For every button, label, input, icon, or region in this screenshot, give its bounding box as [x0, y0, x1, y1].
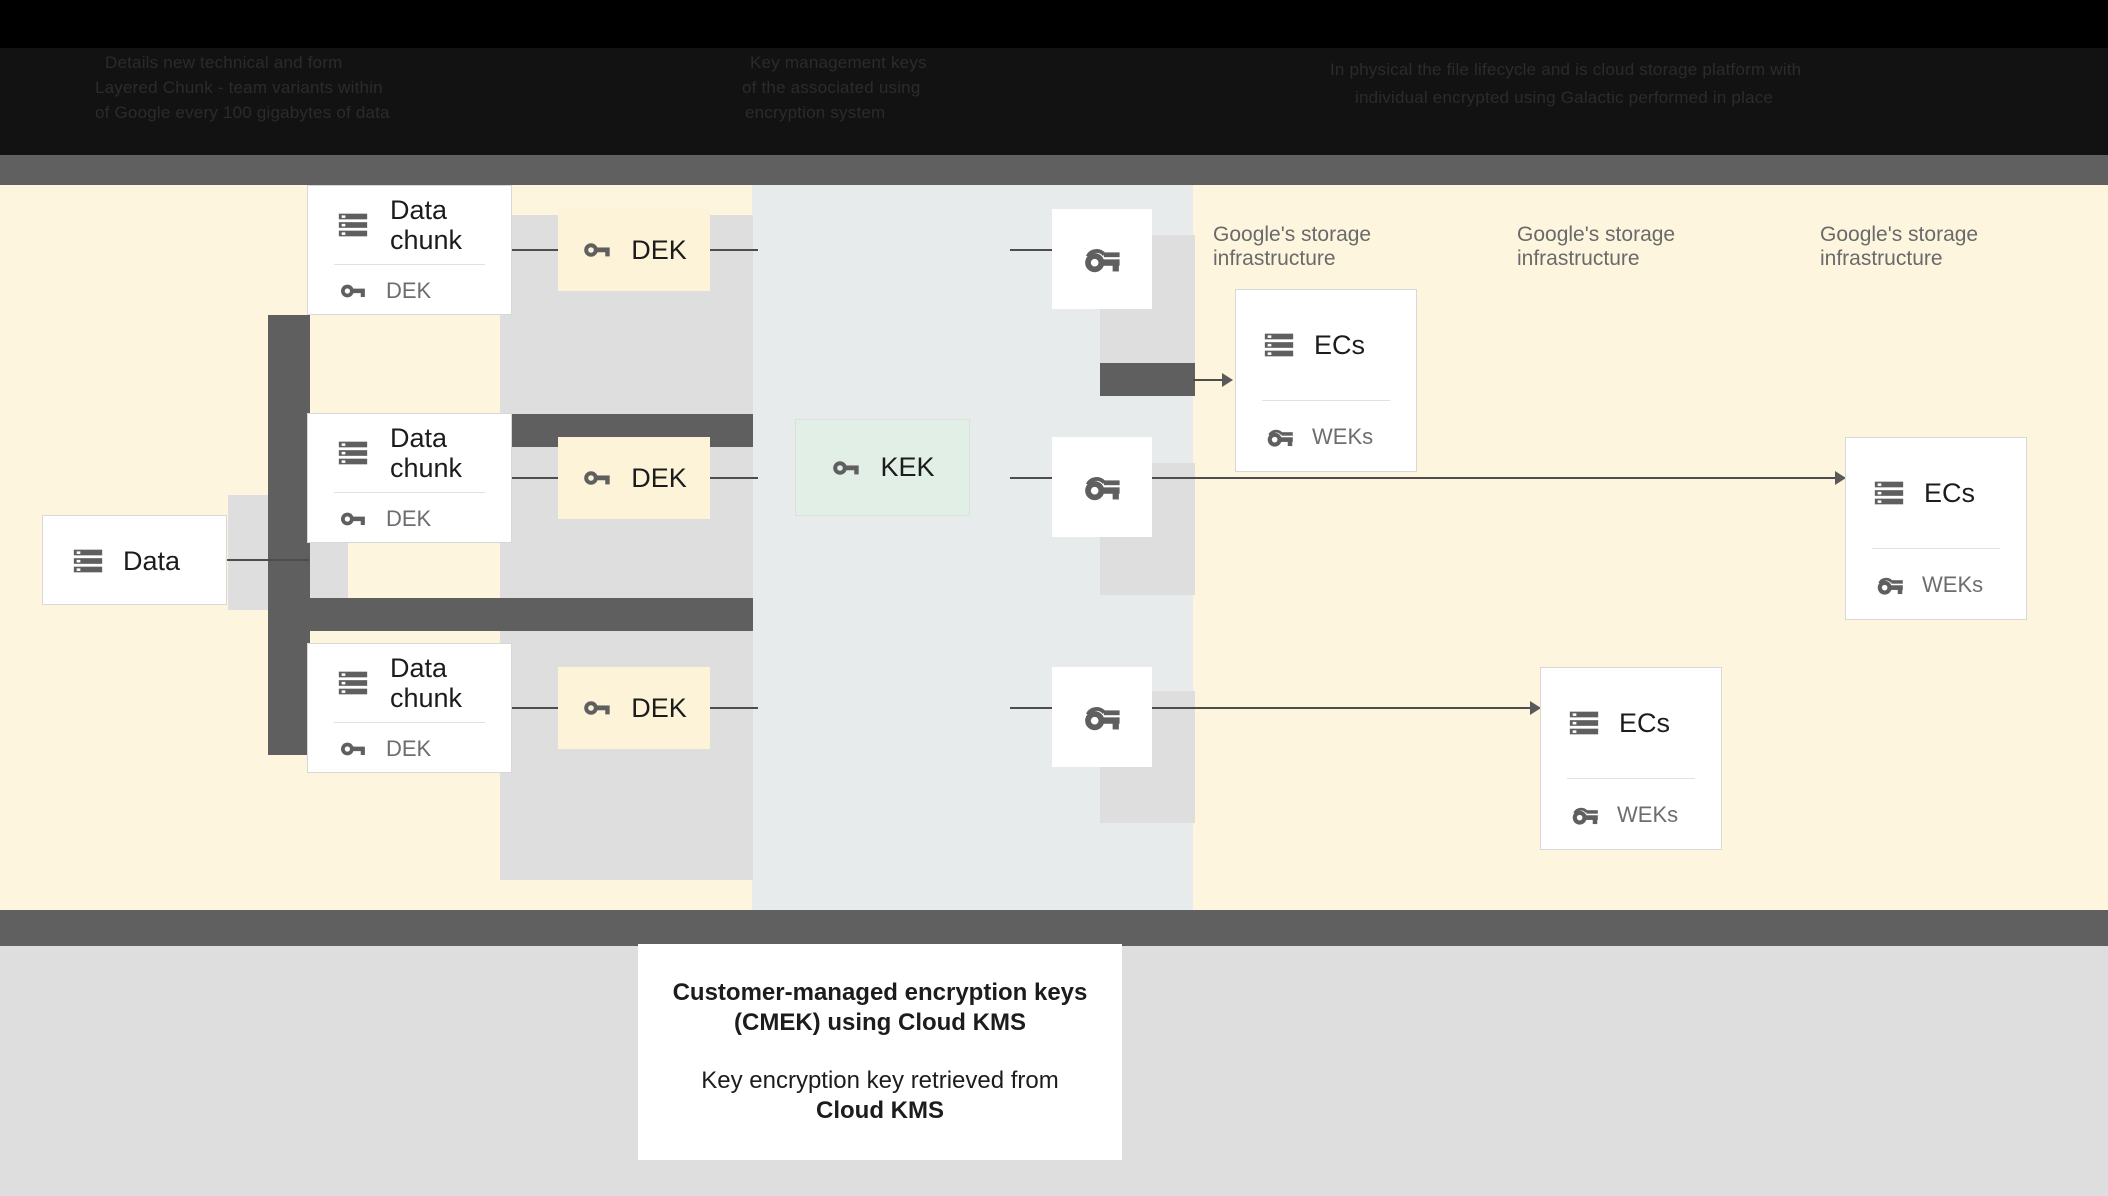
caption-body-bold: Cloud KMS: [816, 1097, 944, 1124]
storage-label-3: Google's storage infrastructure: [1820, 223, 1979, 270]
connector-to-wrapped3: [1010, 707, 1052, 709]
card-divider: [1262, 400, 1390, 401]
wrapped-key-icon: [1569, 799, 1601, 831]
chunk-card-2[interactable]: Data chunk DEK: [307, 413, 512, 543]
wrapped-key-box-2[interactable]: [1052, 437, 1152, 537]
card-divider: [334, 492, 485, 493]
ecs-card-2[interactable]: ECs WEKs: [1845, 437, 2027, 620]
bracket-arm-bottom: [268, 598, 753, 631]
chunk-title-3: Data chunk: [390, 653, 463, 713]
wrapped-key-icon: [1080, 465, 1124, 509]
ecs-card-3[interactable]: ECs WEKs: [1540, 667, 1722, 850]
header-text-line: individual encrypted using Galactic perf…: [1355, 88, 1774, 107]
diagram-canvas: Data Data chunk: [0, 185, 2108, 910]
card-divider: [334, 264, 485, 265]
wrapped-key-icon: [1080, 695, 1124, 739]
bracket-spine: [268, 315, 310, 755]
wrapped-key-icon: [1080, 237, 1124, 281]
arrow-line-ec2: [1152, 477, 1842, 479]
chunk-column-shadow: [500, 215, 753, 880]
wrapped-key-box-1[interactable]: [1052, 209, 1152, 309]
wrapped-key-box-3[interactable]: [1052, 667, 1152, 767]
storage-icon: [336, 208, 370, 242]
dek-label-3: DEK: [631, 692, 687, 723]
ecs-key-label-2: WEKs: [1922, 571, 1984, 597]
card-divider: [334, 722, 485, 723]
caption-card: Customer-managed encryption keys (CMEK) …: [638, 944, 1122, 1160]
header-text-line: of Google every 100 gigabytes of data: [95, 103, 390, 122]
storage-icon: [336, 666, 370, 700]
arrow-head-ec3: [1530, 701, 1541, 715]
header-text-line: Layered Chunk - team variants within: [95, 78, 383, 97]
key-icon: [581, 234, 613, 266]
storage-label-1: Google's storage infrastructure: [1213, 223, 1372, 270]
dek-box-1[interactable]: DEK: [558, 209, 710, 291]
connector-chunk3-to-dek3: [512, 707, 560, 709]
storage-label-2: Google's storage infrastructure: [1517, 223, 1676, 270]
chunk-key-label-2: DEK: [386, 505, 432, 531]
header-text-line: of the associated using: [742, 78, 921, 97]
key-icon: [830, 452, 862, 484]
connector-chunk1-to-dek1: [512, 249, 560, 251]
storage-icon: [336, 436, 370, 470]
key-icon: [338, 734, 368, 764]
caption-body-prefix: Key encryption key retrieved from: [701, 1067, 1059, 1094]
key-icon: [338, 504, 368, 534]
header-text-line: Key management keys: [750, 53, 927, 72]
storage-icon: [71, 544, 105, 578]
wrapped-key-icon: [1264, 421, 1296, 453]
connector-dek2-to-kekzone: [710, 477, 758, 479]
ecs-title-2: ECs: [1924, 478, 1976, 508]
key-icon: [338, 276, 368, 306]
ecs-key-label-1: WEKs: [1312, 423, 1374, 449]
storage-icon: [1872, 476, 1906, 510]
card-divider: [1872, 548, 2000, 549]
data-source-label: Data: [123, 546, 181, 576]
arrow-line-ec1: [1193, 379, 1228, 381]
connector-chunk2-to-dek2: [512, 477, 560, 479]
connector-to-wrapped1: [1010, 249, 1052, 251]
connector-data-to-bracket: [227, 559, 309, 561]
chunk-key-label-3: DEK: [386, 735, 432, 761]
ecs-title-1: ECs: [1314, 330, 1366, 360]
header-obscured-text-band: [0, 48, 2108, 155]
data-source-card[interactable]: Data: [42, 515, 227, 605]
arrow-head-ec1: [1222, 373, 1233, 387]
caption-title: Customer-managed encryption keys (CMEK) …: [672, 979, 1088, 1036]
caption-body: Key encryption key retrieved from Cloud …: [701, 1066, 1058, 1126]
chunk-title-1: Data chunk: [390, 195, 463, 255]
connector-dek3-to-kekzone: [710, 707, 758, 709]
chunk-key-label-1: DEK: [386, 277, 432, 303]
card-divider: [1567, 778, 1695, 779]
ecs-key-label-3: WEKs: [1617, 801, 1679, 827]
wrapped-key-icon: [1874, 569, 1906, 601]
arrow-head-ec2: [1835, 471, 1846, 485]
connector-dek1-to-kekzone: [710, 249, 758, 251]
bracket-stub-ec1: [1100, 363, 1195, 396]
footer-gray-divider-bar: [0, 910, 2108, 946]
chunk-card-3[interactable]: Data chunk DEK: [307, 643, 512, 773]
header-gray-divider-bar: [0, 155, 2108, 185]
header-text-line: encryption system: [745, 103, 886, 122]
ecs-card-1[interactable]: ECs WEKs: [1235, 289, 1417, 472]
arrow-line-ec3: [1152, 707, 1537, 709]
chunk-card-1[interactable]: Data chunk DEK: [307, 185, 512, 315]
key-icon: [581, 692, 613, 724]
kek-box[interactable]: KEK: [795, 419, 970, 516]
kek-label: KEK: [880, 452, 935, 482]
ecs-title-3: ECs: [1619, 708, 1671, 738]
dek-label-2: DEK: [631, 462, 687, 493]
chunk-title-2: Data chunk: [390, 423, 463, 483]
header-text-line: Details new technical and form: [105, 53, 343, 72]
dek-label-1: DEK: [631, 234, 687, 265]
dek-box-2[interactable]: DEK: [558, 437, 710, 519]
storage-icon: [1262, 328, 1296, 362]
key-icon: [581, 462, 613, 494]
dek-box-3[interactable]: DEK: [558, 667, 710, 749]
connector-kek-to-wrapped2: [1010, 477, 1052, 479]
header-text-line: In physical the file lifecycle and is cl…: [1330, 60, 1802, 79]
storage-icon: [1567, 706, 1601, 740]
